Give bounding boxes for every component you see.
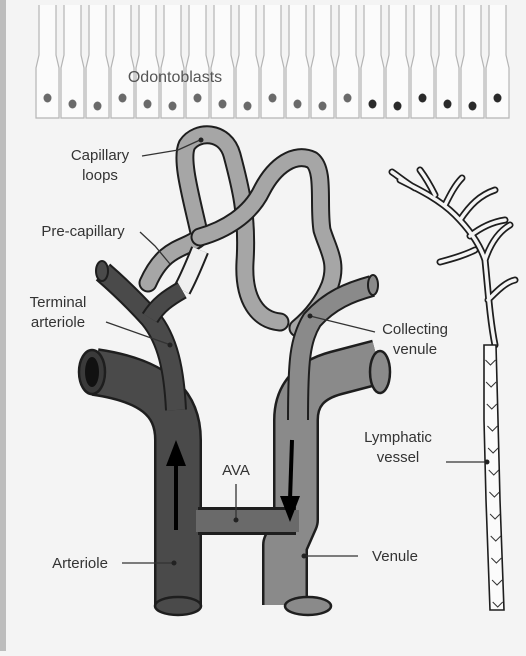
label-capillary-loops: Capillary	[71, 147, 130, 164]
label-venule: Venule	[372, 548, 418, 565]
odontoblast-cell	[311, 5, 334, 118]
odontoblast-nucleus	[494, 94, 502, 103]
odontoblast-nucleus	[219, 100, 227, 109]
odontoblast-nucleus	[344, 94, 352, 103]
odontoblast-nucleus	[144, 100, 152, 109]
odontoblast-nucleus	[394, 102, 402, 111]
odontoblast-cell	[86, 5, 109, 118]
odontoblast-nucleus	[69, 100, 77, 109]
label-odontoblasts: Odontoblasts	[128, 69, 222, 86]
page-edge	[0, 0, 6, 651]
odontoblast-layer	[36, 5, 509, 118]
odontoblast-cell	[386, 5, 409, 118]
odontoblast-nucleus	[244, 102, 252, 111]
label-precapillary: Pre-capillary	[41, 223, 125, 240]
ava-shunt	[196, 507, 299, 535]
label-collecting-venule: Collecting	[382, 321, 448, 338]
odontoblast-cell	[161, 5, 184, 118]
odontoblast-nucleus	[419, 94, 427, 103]
label-terminal-arteriole: Terminal	[30, 294, 87, 311]
odontoblast-nucleus	[44, 94, 52, 103]
odontoblast-nucleus	[369, 100, 377, 109]
odontoblast-nucleus	[269, 94, 277, 103]
odontoblast-nucleus	[319, 102, 327, 111]
label-terminal-arteriole-2: arteriole	[31, 314, 85, 331]
odontoblast-nucleus	[169, 102, 177, 111]
odontoblast-nucleus	[194, 94, 202, 103]
odontoblast-nucleus	[94, 102, 102, 111]
label-lymphatic-vessel: Lymphatic	[364, 429, 432, 446]
label-collecting-venule-2: venule	[393, 341, 437, 358]
label-ava: AVA	[222, 462, 250, 479]
odontoblast-cell	[236, 5, 259, 118]
odontoblast-cell	[461, 5, 484, 118]
lymphatic-vessel	[392, 170, 515, 610]
odontoblast-nucleus	[119, 94, 127, 103]
odontoblast-nucleus	[294, 100, 302, 109]
odontoblast-nucleus	[444, 100, 452, 109]
label-capillary-loops-2: loops	[82, 167, 118, 184]
odontoblast-nucleus	[469, 102, 477, 111]
label-arteriole: Arteriole	[52, 555, 108, 572]
label-lymphatic-vessel-2: vessel	[377, 449, 420, 466]
